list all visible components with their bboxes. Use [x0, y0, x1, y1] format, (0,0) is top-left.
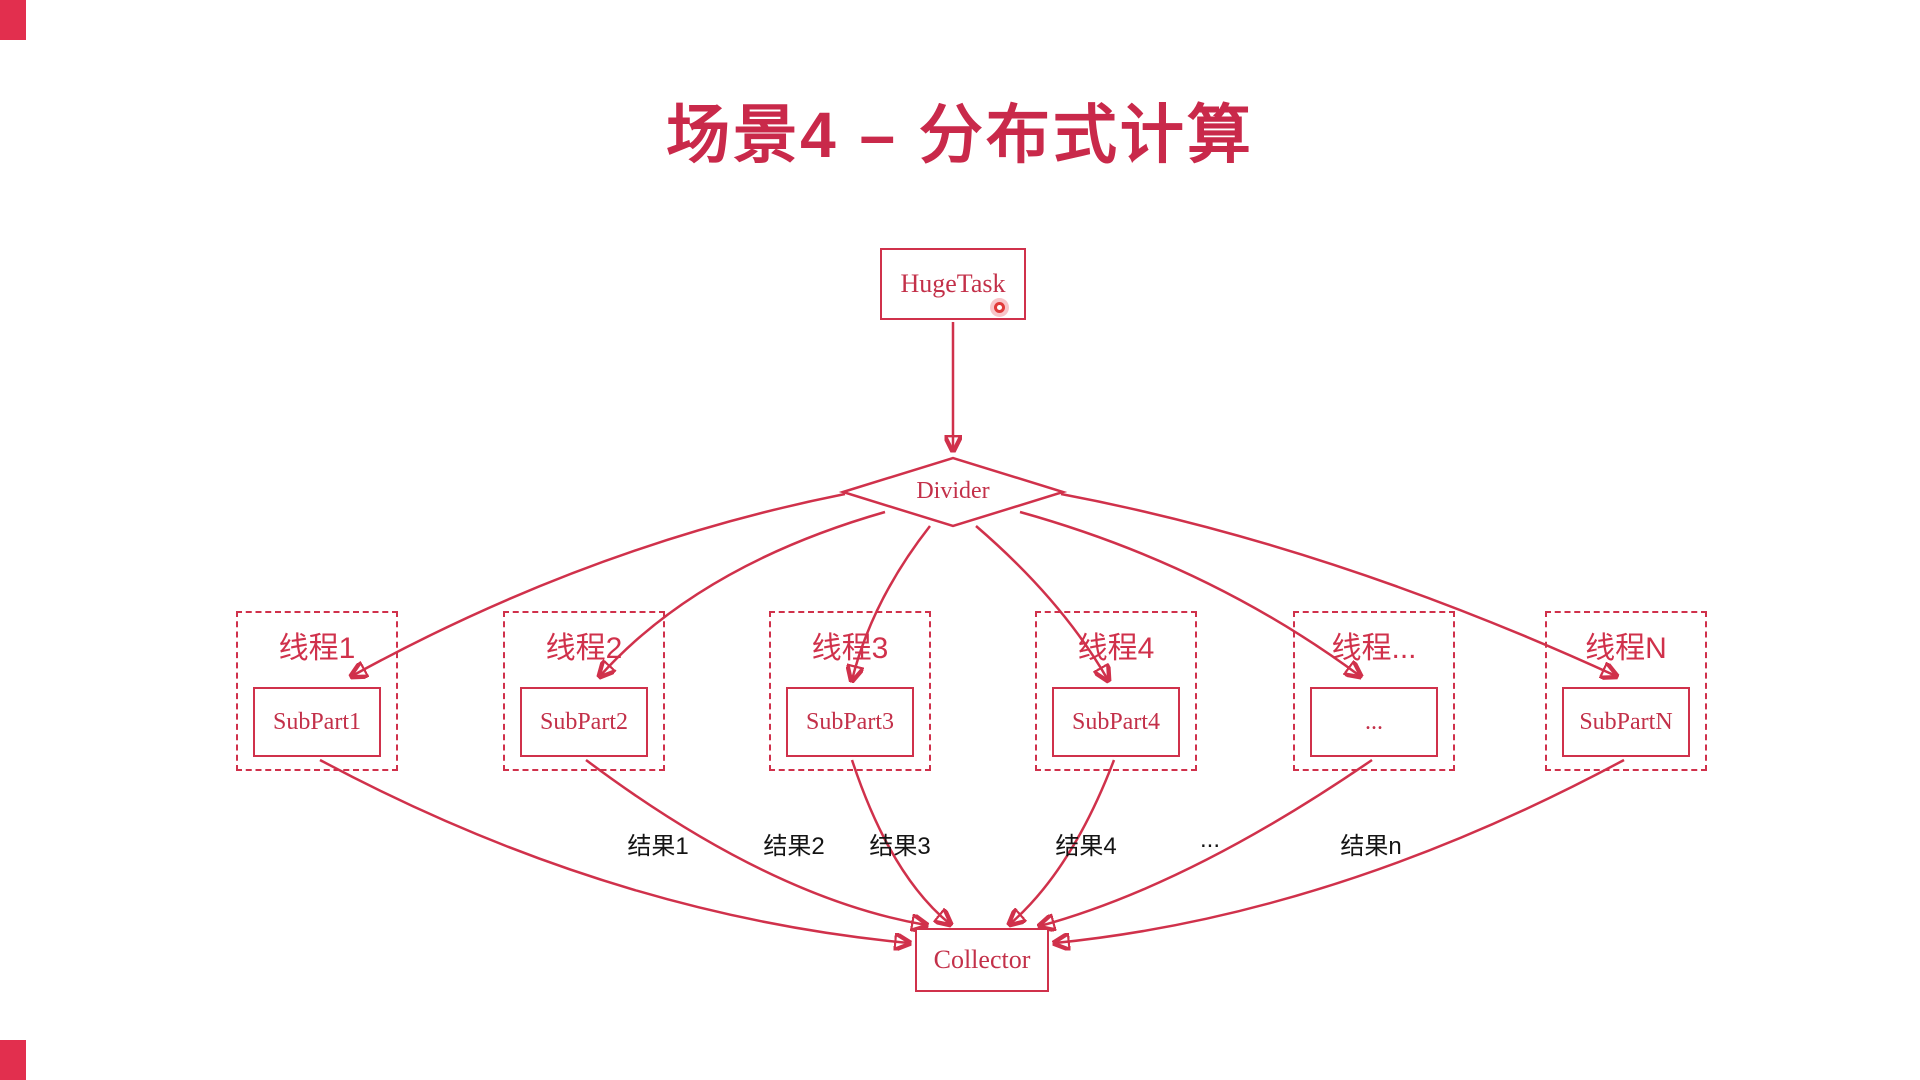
arrow-subpart5-to-collector [1040, 758, 1373, 926]
corner-marker-top-left [0, 0, 26, 40]
subpart-node-n: SubPartN [1562, 687, 1690, 757]
pointer-dot [994, 302, 1005, 313]
thread-box-3: 线程3 SubPart3 [769, 611, 931, 771]
subpart-node-1: SubPart1 [253, 687, 381, 757]
thread-label-2: 线程2 [545, 632, 623, 665]
collector-label: Collector [933, 945, 1031, 974]
divider-label: Divider [916, 478, 990, 504]
arrow-divider-to-subpart1 [352, 492, 846, 676]
arrow-divider-to-subpart6 [1060, 492, 1616, 676]
thread-box-ellipsis: 线程... ... [1293, 611, 1455, 771]
thread-label-4: 线程4 [1077, 632, 1155, 665]
arrow-divider-to-subpart3 [852, 525, 931, 680]
divider-diamond [838, 456, 1068, 528]
thread-box-4: 线程4 SubPart4 [1035, 611, 1197, 771]
corner-marker-bottom-left [0, 1040, 26, 1080]
arrow-subpart4-to-collector [1010, 759, 1116, 924]
thread-box-n: 线程N SubPartN [1545, 611, 1707, 771]
result-label-2: 结果2 [763, 833, 825, 860]
subpart-node-4: SubPart4 [1052, 687, 1180, 757]
subpart-node-2: SubPart2 [520, 687, 648, 757]
thread-label-n: 线程N [1585, 632, 1667, 665]
arrow-subpart1-to-collector [319, 758, 909, 943]
hugetask-label: HugeTask [900, 269, 1006, 298]
thread-box-1: 线程1 SubPart1 [236, 611, 398, 771]
page-title: 场景4 – 分布式计算 [666, 99, 1254, 171]
arrow-subpart2-to-collector [585, 758, 926, 925]
arrow-subpart6-to-collector [1055, 758, 1625, 943]
result-label-ellipsis: ... [1199, 826, 1221, 853]
result-label-n: 结果n [1340, 833, 1402, 860]
arrow-divider-to-subpart5 [1019, 510, 1360, 676]
thread-box-2: 线程2 SubPart2 [503, 611, 665, 771]
subpart-node-ellipsis: ... [1310, 687, 1438, 757]
thread-label-3: 线程3 [811, 632, 889, 665]
collector-node: Collector [915, 928, 1049, 992]
result-label-3: 结果3 [869, 833, 931, 860]
thread-label-ellipsis: 线程... [1331, 632, 1417, 665]
arrow-subpart3-to-collector [850, 759, 950, 924]
result-label-4: 结果4 [1055, 833, 1117, 860]
subpart-node-3: SubPart3 [786, 687, 914, 757]
result-label-1: 结果1 [627, 833, 689, 860]
thread-label-1: 线程1 [278, 632, 356, 665]
arrow-divider-to-subpart4 [975, 525, 1108, 680]
arrow-divider-to-subpart2 [600, 510, 886, 676]
